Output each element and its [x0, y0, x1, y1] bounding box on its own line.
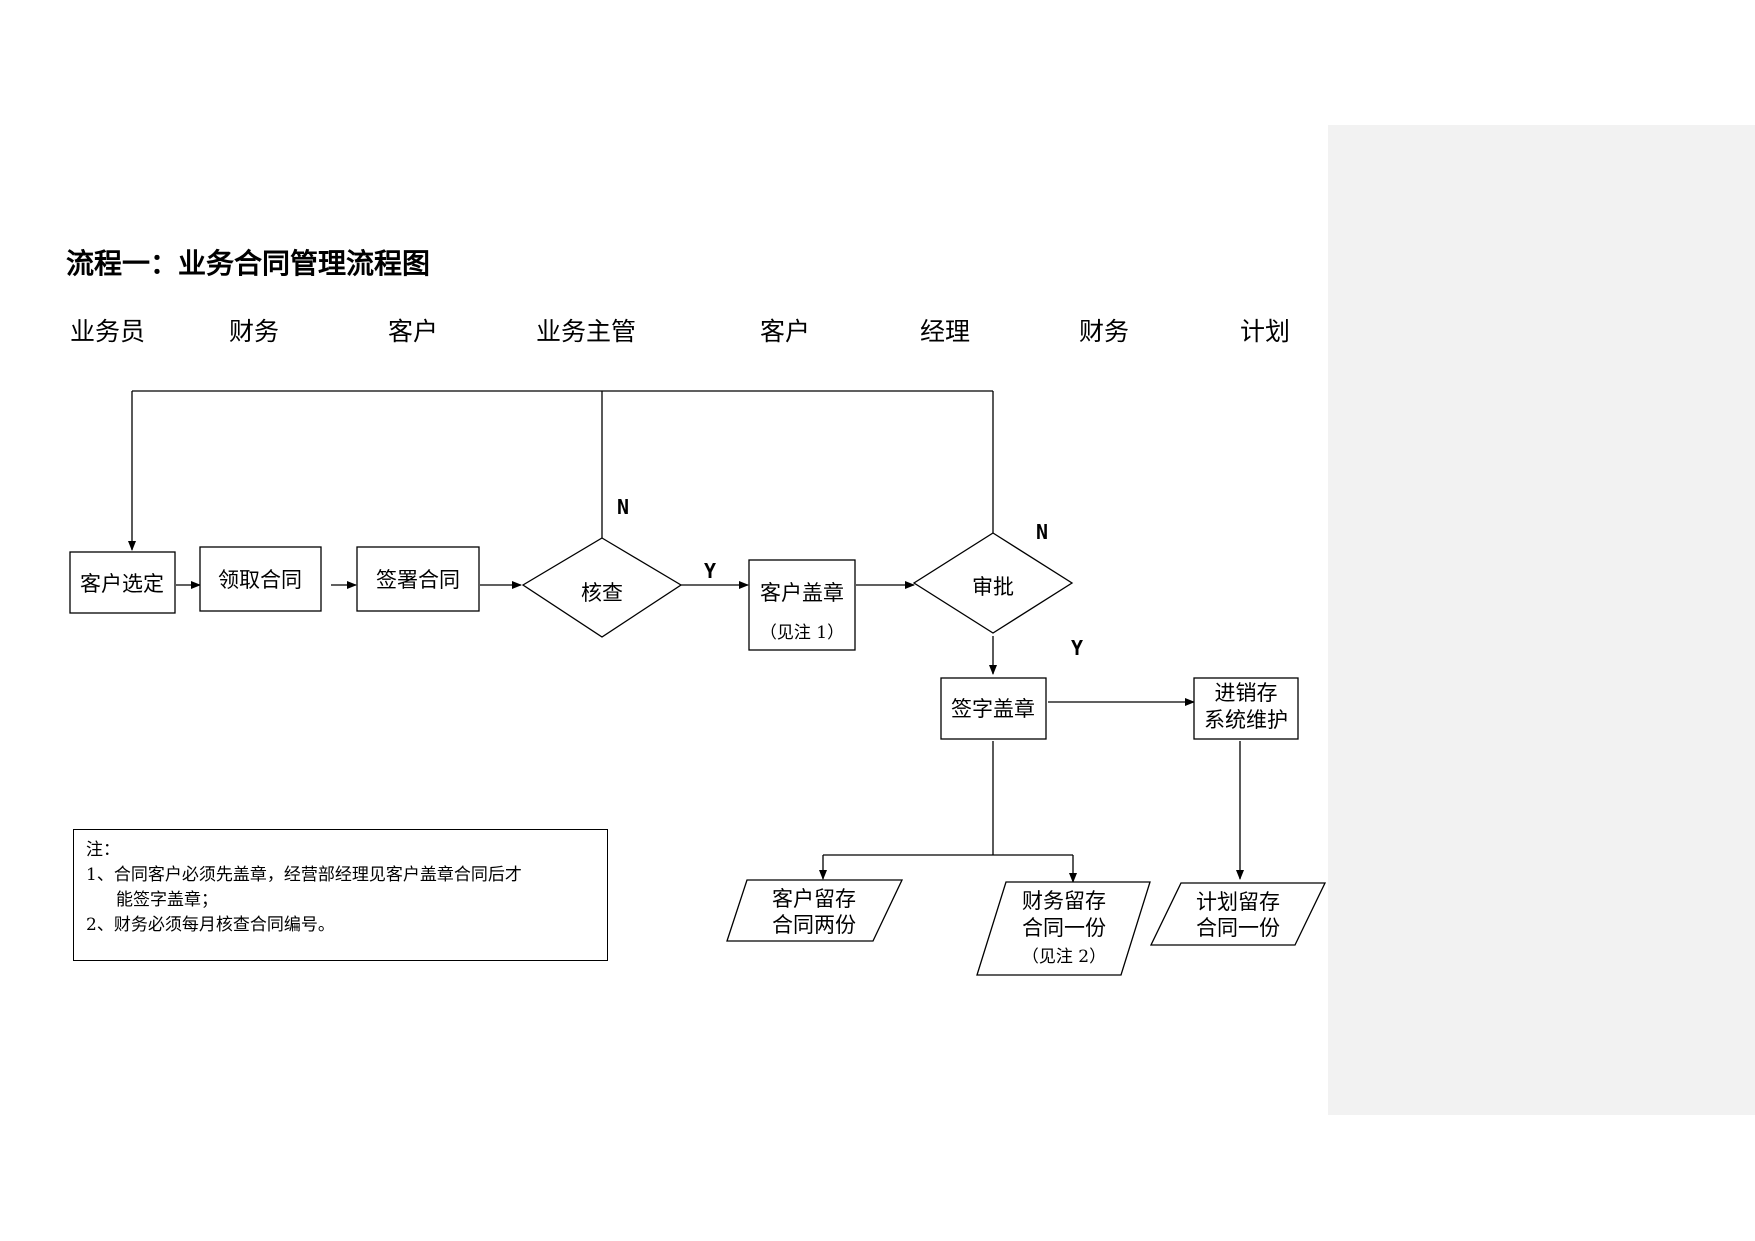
- node-inventory-line1: 进销存: [1215, 681, 1278, 705]
- notes-heading: 注：: [86, 840, 120, 860]
- label-check-no: N: [617, 495, 629, 519]
- role-manager: 经理: [920, 317, 971, 346]
- node-finance-keep-note: （见注 2）: [1022, 947, 1106, 967]
- role-planning: 计划: [1240, 317, 1291, 346]
- label-approve-no: N: [1036, 520, 1048, 544]
- node-check-label: 核查: [581, 581, 623, 605]
- node-finance-keep-line2: 合同一份: [1022, 916, 1106, 940]
- note-1-continued: 能签字盖章；: [116, 890, 218, 910]
- node-plan-keep-line1: 计划留存: [1196, 890, 1280, 914]
- role-finance-2: 财务: [1079, 317, 1130, 346]
- node-get-contract-label: 领取合同: [218, 568, 302, 592]
- node-finance-keep-line1: 财务留存: [1022, 889, 1106, 913]
- note-1: 1、合同客户必须先盖章，经营部经理见客户盖章合同后才: [86, 865, 522, 885]
- node-plan-keep: [1149, 882, 1327, 946]
- node-check: [521, 537, 683, 638]
- feedback-loop: [128, 390, 994, 551]
- node-sign-stamp-label: 签字盖章: [951, 697, 1035, 721]
- label-check-yes: Y: [704, 559, 716, 583]
- node-plan-keep-line2: 合同一份: [1196, 916, 1280, 940]
- node-customer-keep-line2: 合同两份: [772, 913, 856, 937]
- node-approve: [912, 532, 1074, 634]
- node-customer-keep: [726, 879, 904, 942]
- side-panel: [1328, 125, 1755, 1115]
- node-sign-contract: [356, 546, 480, 612]
- node-get-contract: [199, 546, 322, 612]
- node-customer-stamp-note: （见注 1）: [760, 623, 844, 643]
- page-title: 流程一：业务合同管理流程图: [66, 247, 431, 280]
- node-finance-keep: [976, 881, 1151, 976]
- node-customer-stamp-label: 客户盖章: [760, 581, 844, 605]
- node-sign-stamp: [940, 677, 1047, 740]
- role-salesperson: 业务员: [70, 317, 146, 346]
- label-approve-yes: Y: [1071, 636, 1083, 660]
- role-customer-2: 客户: [760, 317, 811, 346]
- node-select-customer-label: 客户选定: [80, 572, 164, 596]
- node-select-customer: [69, 551, 176, 614]
- role-sales-supervisor: 业务主管: [536, 317, 637, 346]
- node-sign-contract-label: 签署合同: [376, 568, 460, 592]
- node-customer-keep-line1: 客户留存: [772, 887, 856, 911]
- notes-box: 注： 1、合同客户必须先盖章，经营部经理见客户盖章合同后才 能签字盖章； 2、财…: [73, 829, 608, 961]
- node-inventory-line2: 系统维护: [1204, 708, 1288, 732]
- role-finance: 财务: [229, 317, 280, 346]
- node-approve-label: 审批: [972, 575, 1014, 599]
- note-2: 2、财务必须每月核查合同编号。: [86, 915, 335, 935]
- role-customer: 客户: [388, 317, 439, 346]
- node-customer-stamp: [748, 559, 856, 651]
- node-inventory-maintenance: [1193, 677, 1299, 740]
